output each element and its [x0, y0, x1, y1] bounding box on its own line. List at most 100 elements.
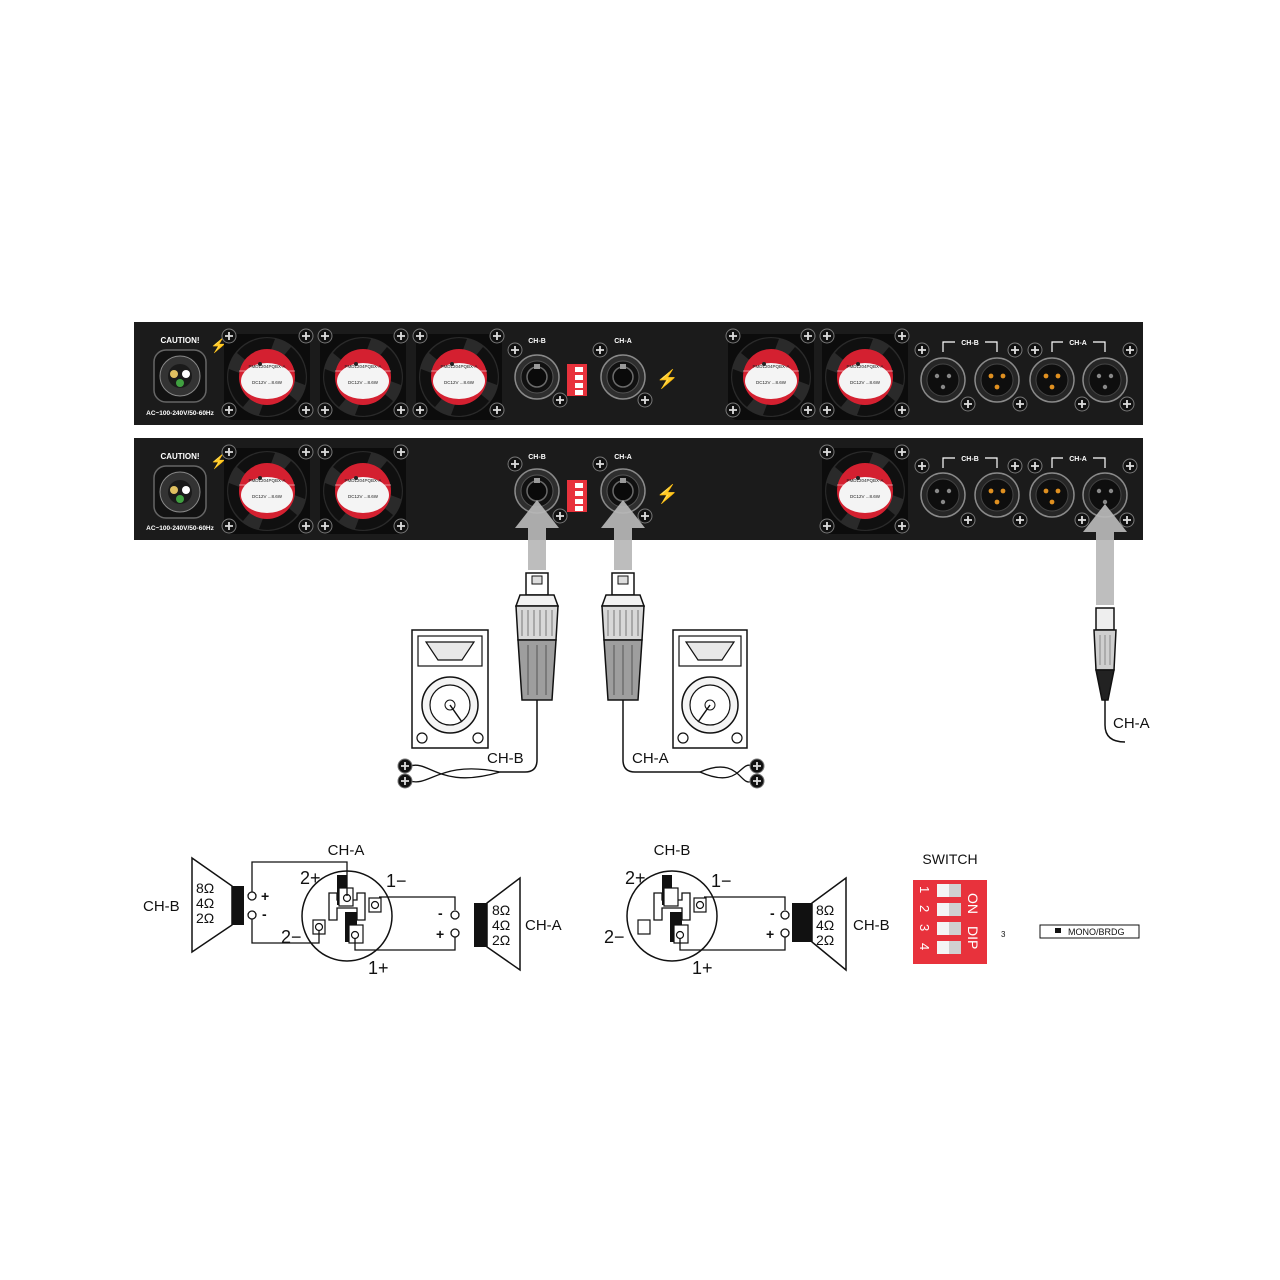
ohm-4: 4Ω [196, 895, 214, 911]
fan-rating-label: DC12V ...8.6W [252, 380, 283, 385]
bracket-ch-b [942, 457, 998, 468]
xlr-jack[interactable] [974, 472, 1020, 518]
dip-switch-legend: SWITCH 1 2 3 4 ON DIP 3 MONO/BRDG [913, 851, 1140, 964]
terminal-minus-icon [749, 773, 765, 789]
switch-num-3: 3 [917, 924, 932, 931]
mono-bridge-label: MONO/BRDG [1068, 927, 1125, 937]
xlr-jack[interactable] [1029, 472, 1075, 518]
minus-sign-icon: - [438, 905, 443, 921]
mono-bridge-box [1039, 924, 1140, 939]
fan-model-label: PMD1204PQBX-A [248, 364, 285, 369]
fan [223, 447, 311, 535]
xlr-jack[interactable] [974, 357, 1020, 403]
ch-a-input-label: CH-A [1069, 340, 1087, 347]
ohm-2: 2Ω [196, 910, 214, 926]
caution-label: CAUTION! [160, 336, 199, 345]
terminal-plus-icon [397, 758, 413, 774]
pin-2-minus: 2− [281, 927, 302, 947]
switch-num-2: 2 [917, 905, 932, 912]
power-rating-label: AC~100-240V/50-60Hz [146, 410, 214, 417]
bracket-ch-a [1051, 341, 1106, 352]
pin-1-minus: 1− [386, 871, 407, 891]
rear-panel-top: CAUTION! ⚡ AC~100-240V/50-60Hz PMD1204PQ… [134, 322, 1143, 425]
fan-rating-label: DC12V ...8.6W [348, 494, 379, 499]
speaker-cone-right [486, 876, 521, 972]
caution-label: CAUTION! [160, 452, 199, 461]
left-speaker-label: CH-B [143, 898, 180, 915]
pin-2-minus: 2− [604, 927, 625, 947]
speaker-magnet-single [792, 903, 812, 942]
speakon-plug-ch-a [600, 572, 700, 773]
speaker-cabinet-right [672, 629, 748, 749]
ohm-4: 4Ω [816, 917, 834, 933]
fan [223, 333, 311, 421]
ohm-8: 8Ω [196, 880, 214, 896]
speaker-magnet-left [232, 886, 244, 925]
xlr-input-label: CH-A [1113, 715, 1150, 732]
fan-model-label: PMD1204PQBX-A [846, 478, 883, 483]
xlr-plug [1093, 607, 1126, 743]
dip-switch[interactable] [567, 364, 587, 396]
ch-b-output-label: CH-B [528, 338, 546, 345]
fan-rating-label: DC12V ...8.6W [850, 380, 881, 385]
pin-2-plus: 2+ [625, 868, 646, 888]
dip-switch[interactable] [567, 480, 587, 512]
fan [415, 333, 503, 421]
switch-position-number: 3 [1001, 930, 1006, 939]
lightning-icon: ⚡ [210, 337, 227, 354]
speakon-ch-b[interactable] [514, 354, 560, 400]
fan-rating-label: DC12V ...8.6W [252, 494, 283, 499]
plus-sign-icon: + [261, 888, 269, 904]
plus-sign-icon: + [766, 926, 774, 942]
bridge-title-label: CH-A [328, 842, 365, 859]
speakon-ch-a[interactable] [600, 354, 646, 400]
lightning-icon: ⚡ [210, 453, 227, 470]
ohm-8: 8Ω [816, 902, 834, 918]
switch-dip-label: DIP [965, 926, 981, 949]
pin-1-plus: 1+ [368, 958, 389, 978]
xlr-jack[interactable] [920, 472, 966, 518]
xlr-jack[interactable] [1029, 357, 1075, 403]
pin-2-plus: 2+ [300, 868, 321, 888]
minus-sign-icon: - [262, 906, 267, 922]
speaker-cabinet-left [411, 629, 489, 749]
arrow-up-xlr [1083, 504, 1127, 605]
switch-title: SWITCH [922, 851, 977, 867]
wiring-diagram-single: CH-B 2+ 1− 2− 1+ - + 8Ω 4Ω 2Ω CH-B [604, 842, 890, 978]
ohm-2: 2Ω [492, 932, 510, 948]
single-title-label: CH-B [654, 842, 691, 859]
xlr-jack[interactable] [1082, 357, 1128, 403]
powercon-inlet[interactable] [153, 465, 207, 519]
speaker-cone-single [811, 876, 847, 972]
powercon-inlet[interactable] [153, 349, 207, 403]
fan-model-label: PMD1204PQBX-A [344, 364, 381, 369]
ch-a-output-label: CH-A [614, 454, 632, 461]
pin-1-plus: 1+ [692, 958, 713, 978]
fan [821, 447, 909, 535]
fan [319, 447, 407, 535]
pin-1-minus: 1− [711, 871, 732, 891]
lightning-icon: ⚡ [656, 368, 678, 390]
cable-ch-a-label: CH-A [632, 750, 669, 767]
fan-rating-label: DC12V ...8.6W [850, 494, 881, 499]
switch-num-1: 1 [917, 886, 932, 893]
wiring-diagram-bridge: CH-A 8Ω 4Ω 2Ω CH-B + - 2+ 1− 2− 1+ [143, 842, 562, 978]
bracket-ch-b [942, 341, 998, 352]
fan-model-label: PMD1204PQBX-A [440, 364, 477, 369]
switch-on-label: ON [965, 893, 981, 914]
speaker-wire-left [409, 764, 501, 783]
ch-a-output-label: CH-A [614, 338, 632, 345]
right-speaker-label: CH-A [525, 917, 562, 934]
fan-model-label: PMD1204PQBX-A [344, 478, 381, 483]
fan-model-label: PMD1204PQBX-A [752, 364, 789, 369]
fan-model-label: PMD1204PQBX-A [248, 478, 285, 483]
ohm-4: 4Ω [492, 917, 510, 933]
cable-ch-b-label: CH-B [487, 750, 524, 767]
fan-model-label: PMD1204PQBX-A [846, 364, 883, 369]
terminal-plus-icon [749, 758, 765, 774]
ch-a-input-label: CH-A [1069, 456, 1087, 463]
plus-sign-icon: + [436, 926, 444, 942]
speaker-magnet-right [474, 903, 487, 947]
xlr-jack[interactable] [920, 357, 966, 403]
bracket-ch-a [1051, 457, 1106, 468]
